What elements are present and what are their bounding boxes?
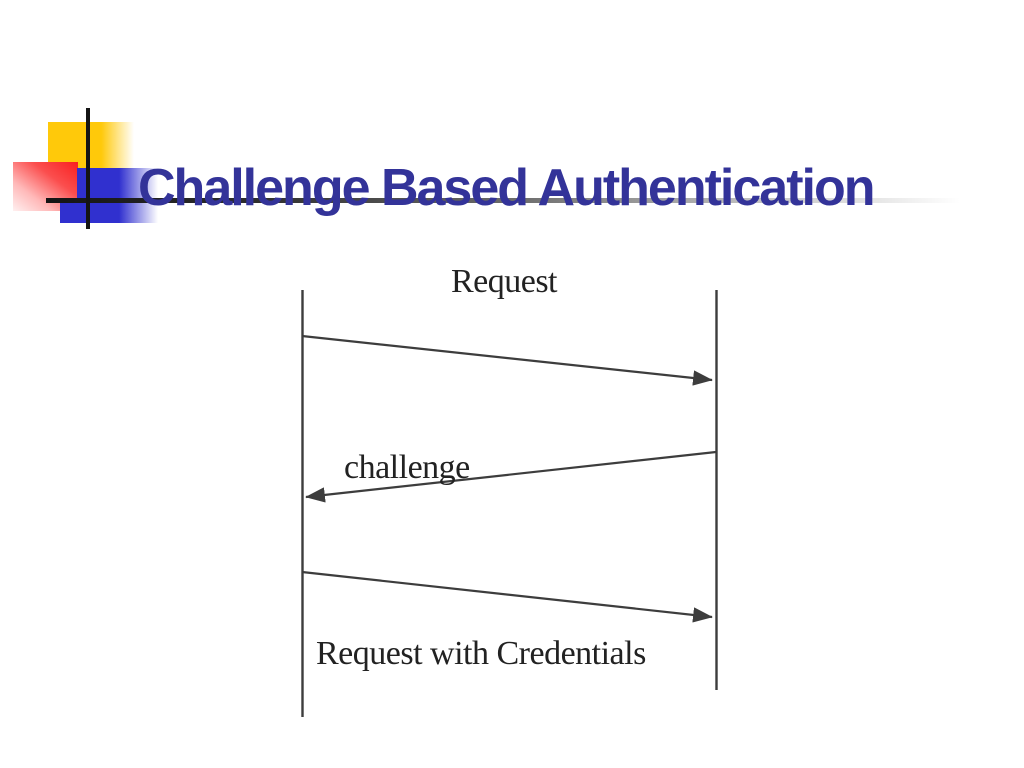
challenge-message-label: challenge	[344, 449, 470, 486]
request-arrow	[301, 334, 713, 386]
request-message-label: Request	[450, 263, 558, 300]
request-credentials-arrow	[301, 570, 713, 623]
decor-vertical-line	[86, 108, 90, 229]
challenge-arrow	[305, 450, 717, 503]
request-with-credentials-message-label: Request with Credentials	[316, 635, 646, 672]
decor-blue-square	[77, 168, 158, 223]
page-title: Challenge Based Authentication	[138, 158, 876, 217]
title-underline-rule	[46, 198, 960, 203]
decor-yellow-square	[48, 122, 134, 169]
decor-blue-square-tab	[60, 200, 82, 223]
